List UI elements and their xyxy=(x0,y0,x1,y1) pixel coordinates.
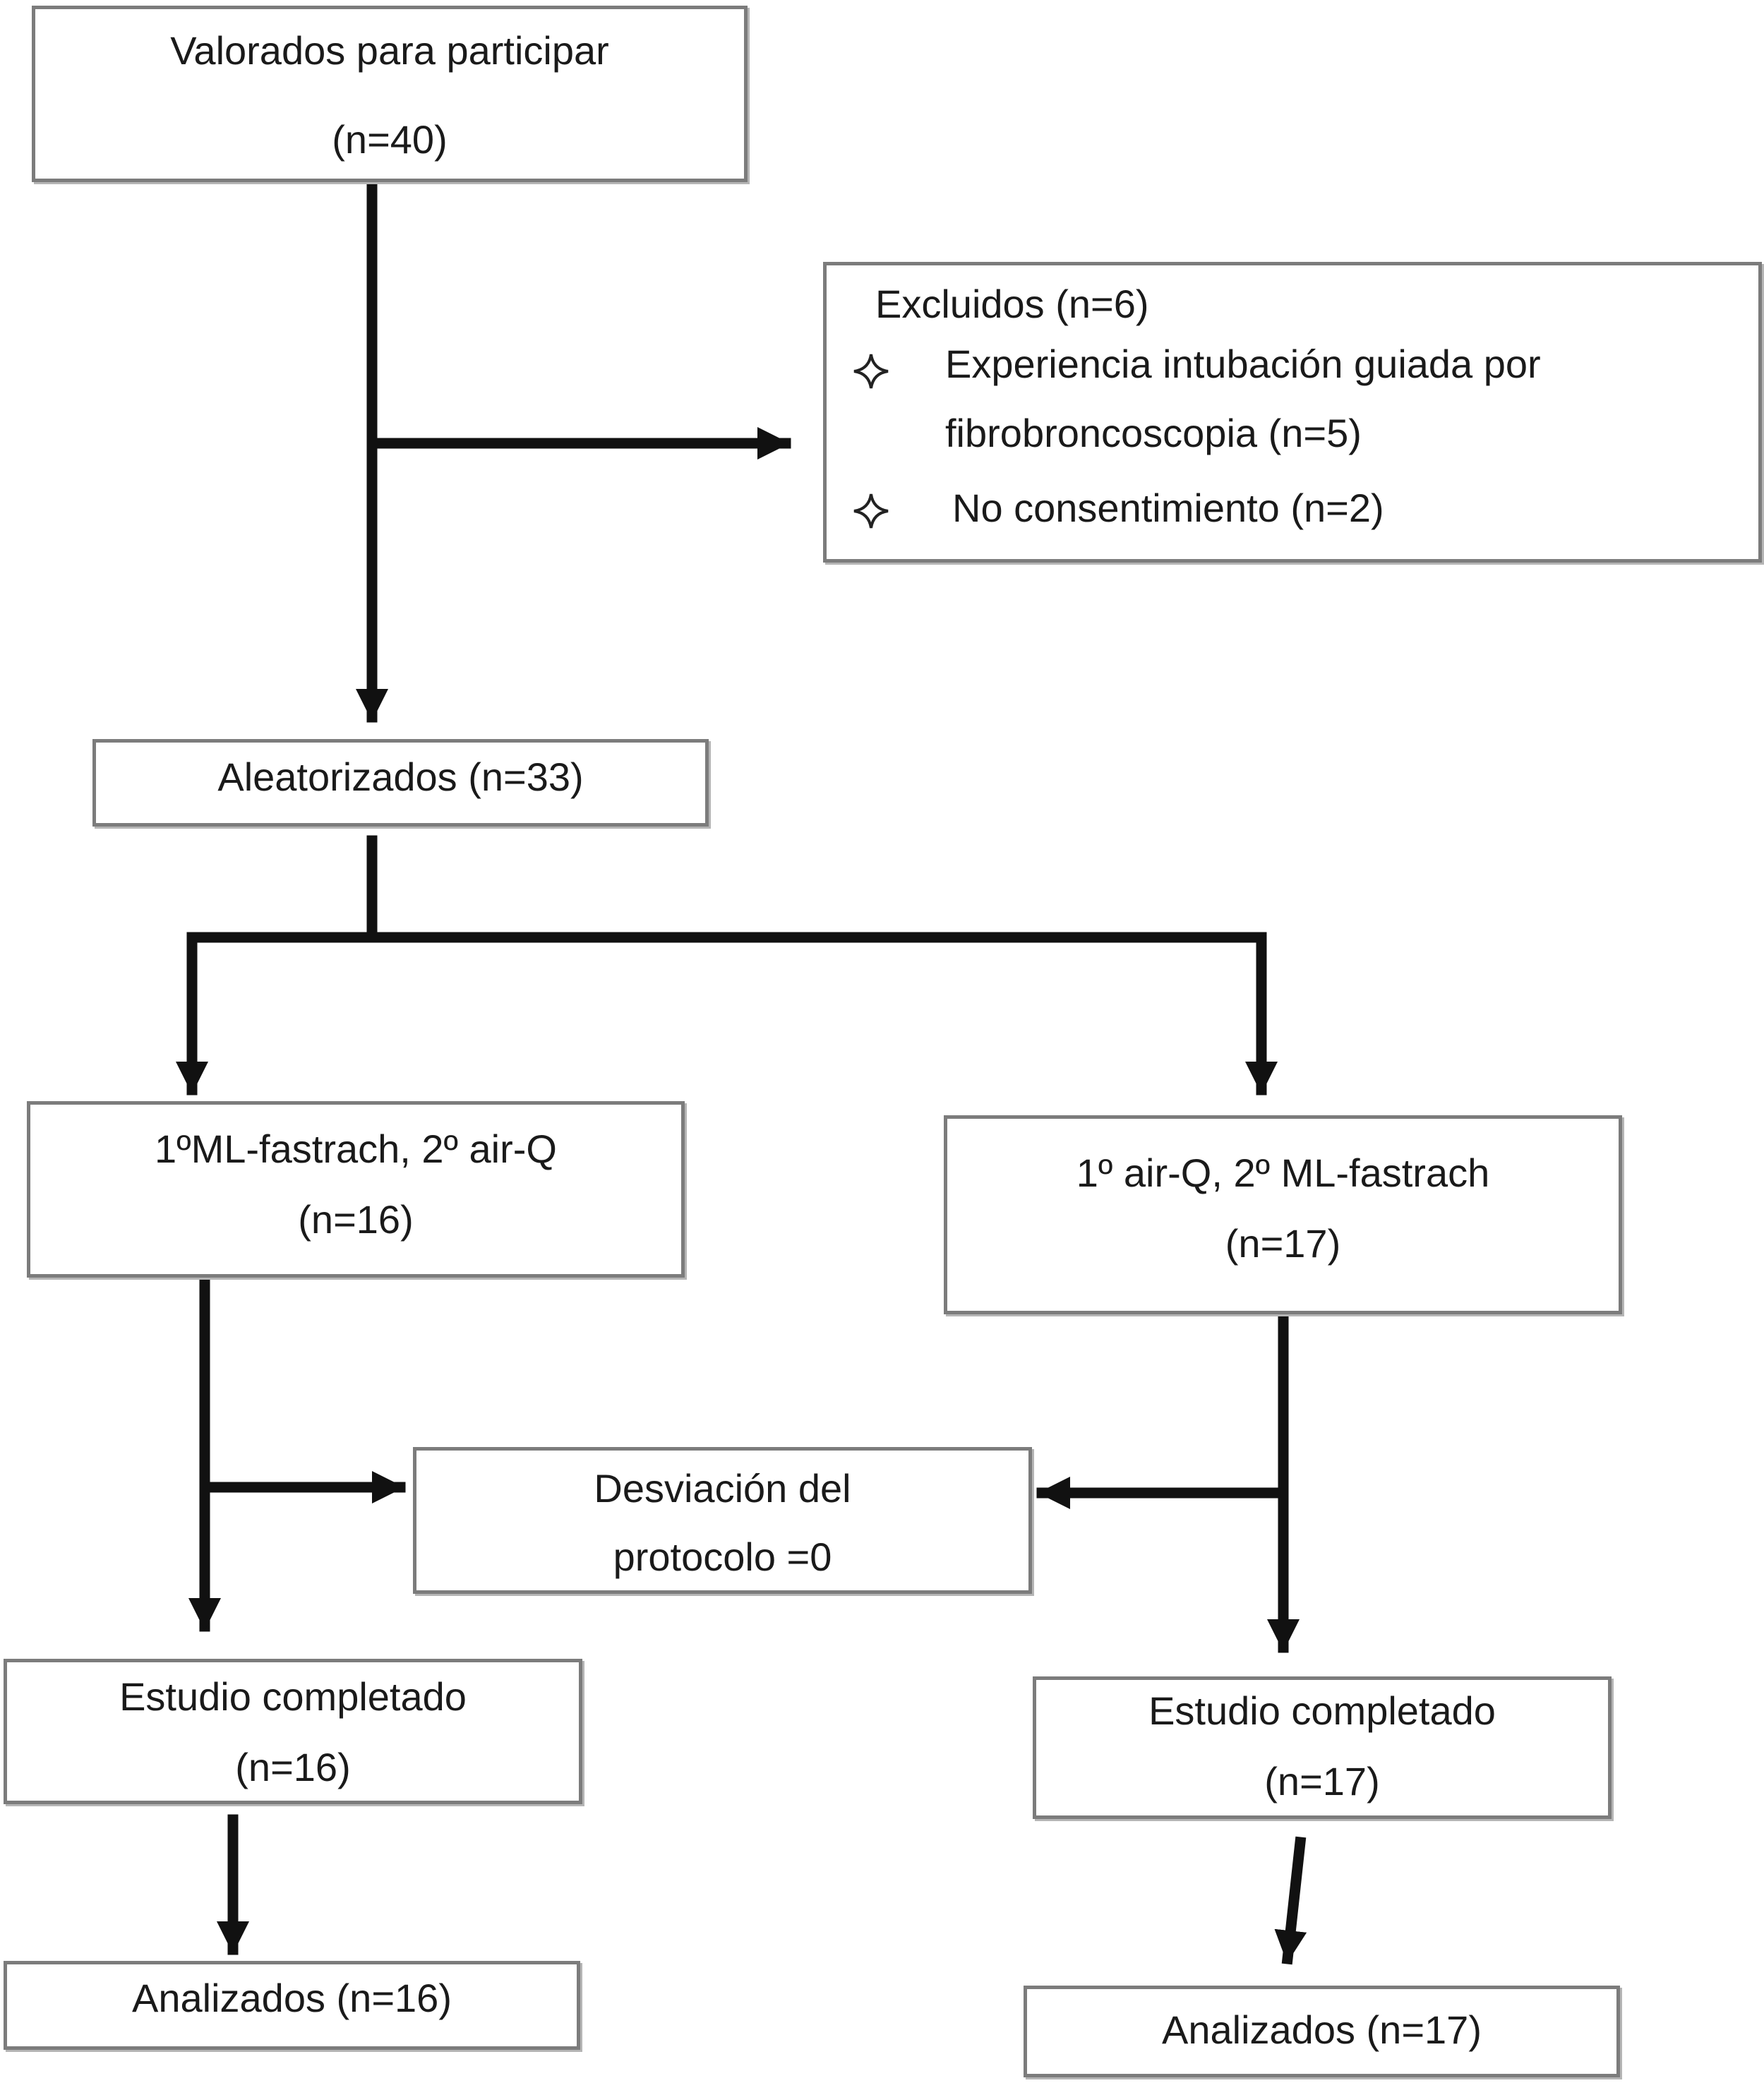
excluded-box xyxy=(823,262,1762,563)
group-a-box xyxy=(27,1101,685,1278)
group-b-completed-count: (n=17) xyxy=(1264,1759,1380,1803)
randomized-box xyxy=(92,739,709,827)
excluded-reason-2: No consentimiento (n=2) xyxy=(952,486,1384,530)
arrow-completed-b-to-analyzed xyxy=(1274,1836,1307,1965)
group-b-completed-title: Estudio completado xyxy=(1148,1688,1496,1733)
assessed-count: (n=40) xyxy=(332,117,448,162)
group-a-analyzed: Analizados (n=16) xyxy=(132,1976,452,2020)
deviation-box xyxy=(413,1447,1032,1594)
group-a-title: 1ºML-fastrach, 2º air-Q xyxy=(155,1127,557,1171)
excluded-reason-1-line-2: fibrobroncoscopia (n=5) xyxy=(945,411,1362,455)
group-a-completed-box xyxy=(4,1659,582,1804)
assessed-title: Valorados para participar xyxy=(170,28,609,73)
group-a-completed-title: Estudio completado xyxy=(119,1674,467,1719)
group-a-analyzed-box xyxy=(4,1961,580,2050)
group-b-title: 1º air-Q, 2º ML-fastrach xyxy=(1076,1151,1490,1195)
assessed-box xyxy=(32,6,748,182)
group-b-analyzed-box xyxy=(1024,1986,1620,2077)
group-b-analyzed: Analizados (n=17) xyxy=(1162,2007,1482,2052)
group-b-count: (n=17) xyxy=(1225,1221,1341,1266)
diamond-bullet-icon xyxy=(853,354,889,389)
deviation-line-1: Desviación del xyxy=(594,1466,851,1511)
group-b-box xyxy=(944,1115,1622,1314)
group-a-completed-count: (n=16) xyxy=(235,1745,351,1789)
group-a-count: (n=16) xyxy=(298,1197,414,1242)
excluded-title: Excluidos (n=6) xyxy=(875,282,1149,326)
diamond-bullet-icon xyxy=(853,493,889,529)
group-b-completed-box xyxy=(1033,1676,1612,1819)
randomized-label: Aleatorizados (n=33) xyxy=(217,755,584,799)
deviation-line-2: protocolo =0 xyxy=(613,1535,832,1579)
excluded-reason-1-line-1: Experiencia intubación guiada por xyxy=(945,342,1541,386)
